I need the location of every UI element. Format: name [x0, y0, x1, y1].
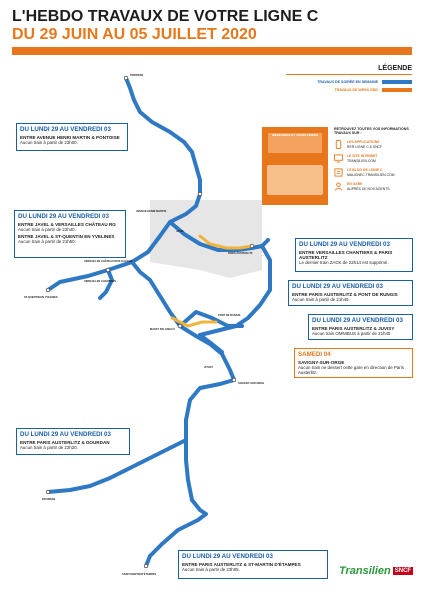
notice-pont-rungis: DU LUNDI 29 AU VENDREDI 03 ENTRE PARIS A…	[288, 280, 413, 306]
notice-title: ENTRE PARIS AUSTERLITZ & ST-MARTIN D'ÉTA…	[182, 562, 301, 567]
notice-text: Le dernier train ZACK de 22h14 est suppr…	[299, 260, 389, 266]
notice-title: ENTRE AVENUE HENRI MARTIN & PONTOISE	[20, 135, 120, 140]
brand-name: Transilien	[339, 565, 391, 577]
info-panel: WEEK-ENDS ET JOURS FÉRIÉS RETROUVEZ TOUT…	[262, 127, 412, 207]
info-card-map	[267, 165, 323, 195]
station-savigny: SAVIGNY-SUR-ORGE	[238, 381, 264, 385]
info-item-blog-label: LE BLOG DE LIGNE C	[347, 168, 383, 173]
notice-dourdan: DU LUNDI 29 AU VENDREDI 03 ENTRE PARIS A…	[16, 428, 130, 455]
station-pont-rungis: PONT DE RUNGIS	[218, 313, 241, 317]
notice-heading: DU LUNDI 29 AU VENDREDI 03	[312, 317, 403, 324]
legend-title: LÉGENDE	[378, 65, 412, 72]
notice-juvisy: DU LUNDI 29 AU VENDREDI 03 ENTRE PARIS A…	[308, 314, 413, 340]
info-item-apps-sub: RER LIGNE C & SNCF	[347, 144, 383, 149]
info-item-apps-label: LES APPLICATIONS	[347, 140, 380, 145]
station-versailles: VERSAILLES CHÂTEAU RIVE GAUCHE	[84, 258, 133, 263]
notice-text: Aucun train à partir de 23h00.	[20, 140, 78, 146]
notice-title-2: ENTRE JAVEL & ST-QUENTIN EN YVELINES	[18, 234, 115, 240]
notice-title: SAVIGNY-SUR-ORGE	[298, 360, 345, 365]
notice-title: ENTRE PARIS AUSTERLITZ & PONT DE RUNGIS	[292, 292, 398, 297]
legend-item-weekend-label: TRAVAUX DE WEEK-END	[334, 88, 378, 92]
legend-swatch-weekday	[382, 80, 412, 84]
station-massy: MASSY PALAISEAU	[150, 327, 175, 331]
notice-heading: DU LUNDI 29 AU VENDREDI 03	[182, 553, 273, 560]
station-st-martin: SAINT-MARTIN D'ÉTAMPES	[122, 571, 156, 576]
legend-swatch-weekend	[382, 88, 412, 92]
info-item-station-sub: AUPRÈS DE NOS AGENTS	[347, 186, 390, 191]
notice-heading: DU LUNDI 29 AU VENDREDI 03	[292, 283, 383, 290]
notice-text: Aucun train à partir de 23h05.	[182, 567, 240, 573]
notice-text: Aucun train à partir de 22h20.	[20, 445, 78, 451]
info-item-web-sub: TRANSILIEN.COM	[347, 158, 376, 163]
notice-title: ENTRE PARIS AUSTERLITZ & JUVISY	[312, 326, 395, 331]
notice-javel: DU LUNDI 29 AU VENDREDI 03 ENTRE JAVEL &…	[14, 210, 126, 258]
notice-text: Aucun train OMNIBUS à partir de 21h40.	[312, 331, 392, 337]
info-item-station-label: EN GARE	[347, 182, 363, 187]
info-list: RETROUVEZ TOUTES VOS INFORMATIONS TRAVAU…	[334, 127, 412, 196]
notice-st-martin: DU LUNDI 29 AU VENDREDI 03 ENTRE PARIS A…	[178, 550, 328, 579]
notice-heading: DU LUNDI 29 AU VENDREDI 03	[20, 431, 111, 438]
notice-heading: SAMEDI 04	[298, 351, 331, 358]
notice-savigny: SAMEDI 04 SAVIGNY-SUR-ORGE Aucun train n…	[294, 348, 413, 378]
legend: LÉGENDE TRAVAUX DE SOIRÉE EN SEMAINE TRA…	[286, 65, 412, 94]
station-markers	[45, 75, 255, 569]
station-austerlitz: PARIS AUSTERLITZ	[228, 251, 253, 255]
title-line-1: L'HEBDO TRAVAUX DE VOTRE LIGNE C	[12, 8, 319, 25]
station-henri-martin: AVENUE HENRI MARTIN	[136, 209, 166, 213]
phone-icon	[335, 140, 342, 150]
sncf-logo: SNCF	[392, 567, 414, 576]
blog-icon	[334, 168, 343, 177]
info-intro: RETROUVEZ TOUTES VOS INFORMATIONS TRAVAU…	[334, 127, 409, 136]
notice-versailles-chantiers: DU LUNDI 29 AU VENDREDI 03 ENTRE VERSAIL…	[295, 238, 413, 272]
legend-rule	[286, 74, 412, 75]
station-pontoise: PONTOISE	[130, 73, 144, 77]
notice-text: Aucun train à partir de 21h45.	[292, 297, 350, 303]
page-title: L'HEBDO TRAVAUX DE VOTRE LIGNE C DU 29 J…	[12, 8, 412, 44]
station-versailles-chantiers: VERSAILLES CHANTIERS	[84, 279, 116, 283]
notice-title: ENTRE JAVEL & VERSAILLES CHÂTEAU RG	[18, 222, 116, 227]
computer-icon	[334, 154, 343, 163]
notice-heading: DU LUNDI 29 AU VENDREDI 03	[18, 213, 109, 220]
legend-item-weekday-label: TRAVAUX DE SOIRÉE EN SEMAINE	[317, 80, 378, 84]
notice-heading: DU LUNDI 29 AU VENDREDI 03	[20, 126, 111, 133]
station-st-quentin: ST-QUENTIN EN YVELINES	[24, 295, 58, 299]
info-item-blog-sub: MALIGNEC.TRANSILIEN.COM	[347, 172, 395, 177]
title-line-2: DU 29 JUIN AU 05 JUILLET 2020	[12, 26, 257, 43]
line-c-track	[46, 76, 272, 568]
notice-text: Aucun train à partir de 22h40.	[18, 227, 76, 233]
weekend-works-track	[170, 234, 254, 328]
station-juvisy: JUVISY	[204, 365, 213, 369]
agent-icon	[334, 182, 343, 192]
notice-title: ENTRE VERSAILLES CHANTIERS & PARIS AUSTE…	[299, 250, 393, 261]
notice-heading: DU LUNDI 29 AU VENDREDI 03	[299, 241, 390, 248]
notice-text-2: Aucun train à partir de 21h50.	[18, 239, 76, 245]
info-card-text: WEEK-ENDS ET JOURS FÉRIÉS	[272, 133, 318, 137]
legend-item-weekday: TRAVAUX DE SOIRÉE EN SEMAINE	[286, 78, 412, 86]
info-item-web-label: LE SITE INTERNET	[347, 154, 378, 159]
legend-item-weekend: TRAVAUX DE WEEK-END	[286, 86, 412, 94]
station-javel: JAVEL	[176, 229, 185, 233]
notice-henri-martin-pontoise: DU LUNDI 29 AU VENDREDI 03 ENTRE AVENUE …	[16, 123, 128, 151]
station-dourdan: DOURDAN	[42, 497, 55, 501]
notice-title: ENTRE PARIS AUSTERLITZ & DOURDAN	[20, 440, 110, 445]
notice-text: Aucun train ne dessert cette gare en dir…	[298, 365, 404, 376]
info-card-header	[268, 133, 322, 153]
title-divider	[12, 47, 412, 55]
info-card: WEEK-ENDS ET JOURS FÉRIÉS	[262, 127, 328, 205]
